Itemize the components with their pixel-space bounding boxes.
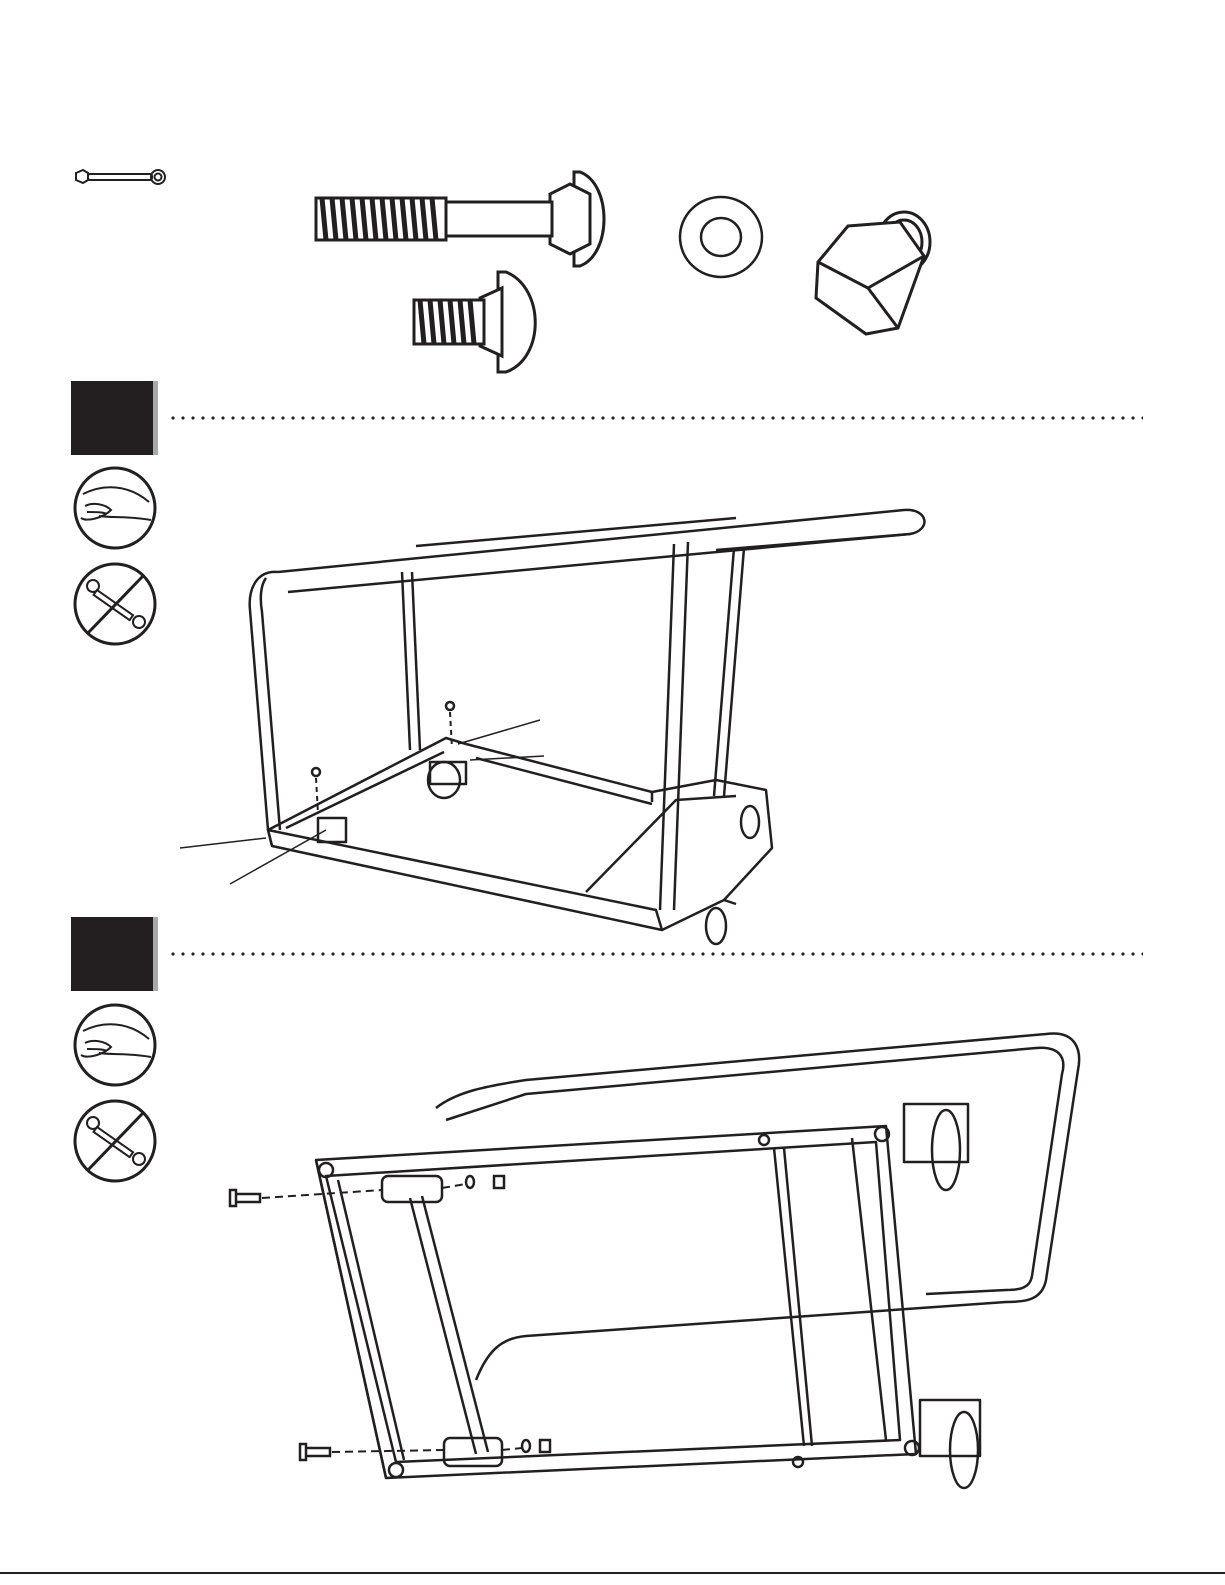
short-carriage-bolt bbox=[410, 268, 540, 376]
step-2-box bbox=[71, 917, 155, 991]
step-1-divider bbox=[168, 416, 1143, 420]
step-2-divider bbox=[168, 952, 1143, 956]
no-wrench-icon bbox=[73, 562, 157, 646]
step-1-number bbox=[71, 381, 153, 455]
page-bottom-rule bbox=[0, 1572, 1225, 1574]
step-2-number bbox=[71, 917, 153, 991]
step-1-box bbox=[71, 381, 155, 455]
no-wrench-icon bbox=[73, 1099, 157, 1183]
step-1-diagram bbox=[176, 500, 936, 950]
hand-tighten-icon bbox=[73, 1003, 157, 1087]
long-carriage-bolt bbox=[312, 164, 612, 274]
hand-tighten-icon bbox=[73, 466, 157, 550]
wrench-icon bbox=[72, 166, 168, 188]
lock-nut bbox=[812, 204, 942, 344]
step-2-diagram bbox=[226, 1030, 1086, 1500]
flat-washer bbox=[676, 192, 766, 282]
